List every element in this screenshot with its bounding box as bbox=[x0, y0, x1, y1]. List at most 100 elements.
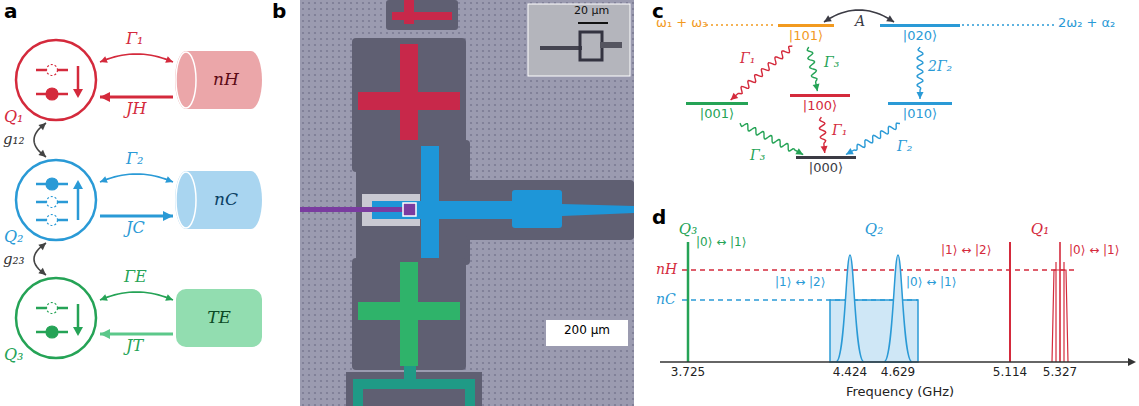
occupation-label: nC bbox=[656, 291, 676, 307]
transition-label: |0⟩ ↔ |1⟩ bbox=[1069, 244, 1119, 258]
arrow-head bbox=[38, 150, 46, 157]
coupling-arrow bbox=[34, 243, 46, 275]
qubit-circle: Q₁ bbox=[14, 38, 98, 122]
energy-level: |001⟩ bbox=[686, 102, 748, 122]
rate-label: g₁₂ bbox=[3, 131, 25, 148]
rate-label: Γ₂ bbox=[126, 150, 144, 168]
bath-label: TE bbox=[207, 308, 231, 328]
arrow-head bbox=[846, 148, 854, 154]
cylinder-end bbox=[176, 172, 196, 228]
population-dot bbox=[47, 197, 58, 208]
rate-label: JH bbox=[126, 100, 146, 118]
rate-label: Γ₃ bbox=[824, 54, 839, 70]
qubit-label: Q₃ bbox=[679, 221, 697, 238]
coupling-arrow bbox=[100, 292, 173, 300]
arrow-head bbox=[886, 15, 894, 22]
qubit-outline bbox=[16, 160, 96, 240]
arrow-head bbox=[731, 93, 739, 100]
transition-label: |1⟩ ↔ |2⟩ bbox=[775, 276, 825, 290]
scale-label: 200 µm bbox=[564, 324, 610, 338]
rate-label: ΓE bbox=[124, 268, 147, 286]
arrow-head bbox=[100, 176, 108, 183]
arrow-head bbox=[165, 56, 173, 63]
transition-label: |0⟩ ↔ |1⟩ bbox=[906, 276, 956, 290]
arrow-head bbox=[38, 123, 46, 130]
occupation-label: nH bbox=[656, 261, 677, 277]
state-label: |101⟩ bbox=[782, 29, 830, 44]
state-label: |010⟩ bbox=[892, 107, 948, 122]
tick-label: 5.327 bbox=[1043, 366, 1077, 380]
frequency-annotation: 2ω₂ + α₂ bbox=[1058, 16, 1115, 31]
arrow-head bbox=[100, 294, 108, 301]
arrow-head bbox=[38, 243, 46, 250]
coupling-arrow bbox=[100, 333, 173, 336]
panel-letter: d bbox=[652, 206, 666, 229]
rate-label: Γ₁ bbox=[126, 30, 144, 48]
tick-label: 5.114 bbox=[993, 366, 1027, 380]
qubit-label: Q₂ bbox=[4, 228, 24, 246]
transition-arrow bbox=[77, 188, 80, 220]
qubit-sketch bbox=[14, 38, 98, 122]
tick-label: 4.424 bbox=[833, 366, 867, 380]
arrow-head bbox=[100, 92, 110, 102]
rate-label: Γ₂ bbox=[897, 138, 912, 154]
transition-label: |0⟩ ↔ |1⟩ bbox=[696, 236, 746, 250]
rate-label: JT bbox=[126, 337, 143, 355]
energy-level: |101⟩ bbox=[778, 24, 834, 44]
population-dot bbox=[46, 178, 58, 190]
arrow-head bbox=[824, 15, 832, 22]
spectrum-plot bbox=[660, 242, 1136, 366]
tick-label: 3.725 bbox=[671, 366, 705, 380]
transition-arrow bbox=[73, 180, 83, 189]
decay-arrow bbox=[846, 123, 900, 154]
rate-label: A bbox=[855, 13, 865, 29]
rate-label: Γ₁ bbox=[832, 122, 847, 138]
bath-label: nH bbox=[213, 70, 239, 90]
arrow-head bbox=[917, 92, 924, 99]
population-dot bbox=[47, 215, 58, 226]
bath-reservoir: nH bbox=[175, 50, 263, 110]
environment-box: TE bbox=[175, 288, 263, 348]
arrow-head bbox=[100, 329, 110, 339]
arrow-head bbox=[100, 56, 108, 63]
qubit-label: Q₁ bbox=[4, 108, 24, 126]
decay-arrow bbox=[731, 46, 793, 100]
transition-arrow bbox=[77, 304, 80, 328]
coupling-arrow bbox=[100, 96, 173, 99]
arrow-head bbox=[813, 84, 820, 92]
population-dot bbox=[46, 88, 58, 100]
rate-label: g₂₃ bbox=[3, 251, 25, 268]
tick-label: 4.629 bbox=[881, 366, 915, 380]
transition-arrow bbox=[73, 327, 83, 336]
frequency-annotation: ω₁ + ω₃ bbox=[656, 16, 707, 31]
qubit-sketch bbox=[14, 276, 98, 360]
axis-title: Frequency (GHz) bbox=[846, 385, 954, 400]
population-dot bbox=[47, 65, 58, 76]
qubit-outline bbox=[16, 278, 96, 358]
qubit-circle: Q₂ bbox=[14, 158, 98, 242]
state-label: |020⟩ bbox=[884, 29, 956, 44]
rate-label: Γ₃ bbox=[750, 147, 765, 163]
rate-label: JC bbox=[126, 219, 145, 237]
coupling-arrow bbox=[100, 215, 173, 218]
coupling-arrow bbox=[34, 123, 46, 157]
energy-level: |010⟩ bbox=[888, 102, 952, 122]
bath-box bbox=[176, 289, 262, 347]
state-label: |001⟩ bbox=[690, 107, 744, 122]
population-dot bbox=[46, 326, 58, 338]
arrow-head bbox=[821, 146, 828, 153]
cylinder-body bbox=[175, 51, 262, 109]
qubit-label: Q₁ bbox=[1031, 221, 1049, 238]
rate-label: Γ₁ bbox=[740, 50, 755, 66]
population-dot bbox=[47, 303, 58, 314]
state-label: |000⟩ bbox=[800, 161, 852, 176]
qubit-sketch bbox=[14, 158, 98, 242]
qubit-label: Q₂ bbox=[865, 221, 883, 238]
qubit-label: Q₃ bbox=[4, 346, 24, 364]
transition-label: |1⟩ ↔ |2⟩ bbox=[941, 244, 991, 258]
state-label: |100⟩ bbox=[794, 99, 846, 114]
scale-label: 20 µm bbox=[574, 5, 609, 18]
arrow-head bbox=[165, 294, 173, 301]
